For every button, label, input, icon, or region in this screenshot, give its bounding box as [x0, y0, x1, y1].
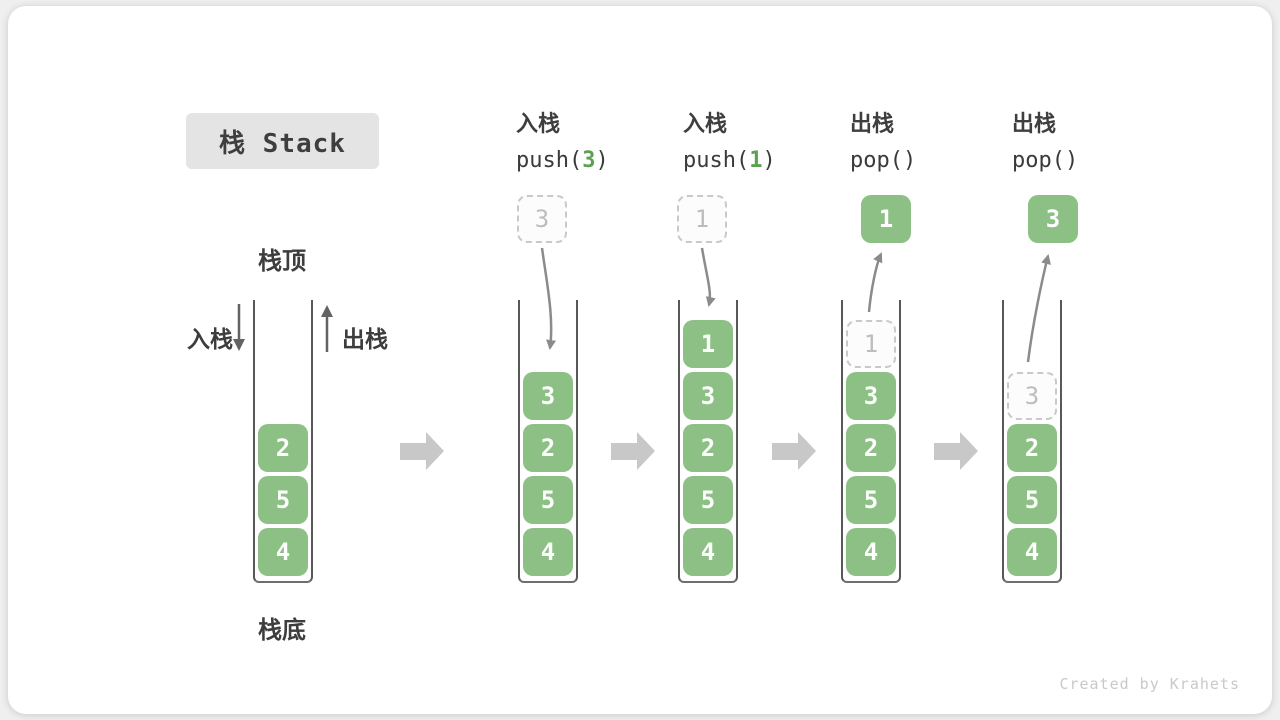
code-post: )	[595, 148, 609, 173]
title-box: 栈 Stack	[186, 113, 379, 169]
op-name: 出栈	[1012, 112, 1057, 137]
code-pre: push(	[516, 148, 583, 173]
op-name: 出栈	[850, 112, 895, 137]
stack-block: 5	[1007, 476, 1057, 524]
popped-value-box: 3	[1028, 195, 1078, 243]
stack-block: 4	[1007, 528, 1057, 576]
label-stack-top: 栈顶	[258, 247, 306, 275]
ghost-block: 1	[846, 320, 896, 368]
stack-block: 2	[523, 424, 573, 472]
op-code: pop()	[1012, 148, 1078, 173]
op-header-pop-2: 出栈 pop()	[1012, 106, 1078, 173]
ghost-block: 3	[1007, 372, 1057, 420]
stack-initial: 2 5 4	[253, 300, 313, 583]
op-name: 入栈	[683, 112, 728, 137]
watermark: Created by Krahets	[1059, 675, 1240, 693]
stack-block: 1	[683, 320, 733, 368]
stack-block: 3	[683, 372, 733, 420]
stack-after-push-3: 3 2 5 4	[518, 300, 578, 583]
op-code: push(3)	[516, 148, 609, 173]
code-post: )	[762, 148, 776, 173]
stack-block: 2	[846, 424, 896, 472]
title-text: 栈 Stack	[219, 128, 346, 159]
op-name: 入栈	[516, 112, 561, 137]
stack-block: 4	[258, 528, 308, 576]
code-arg: 1	[749, 148, 763, 173]
popped-value-box: 1	[861, 195, 911, 243]
stack-after-push-1: 1 3 2 5 4	[678, 300, 738, 583]
op-header-push-1: 入栈 push(1)	[683, 106, 776, 173]
code-pre: pop()	[1012, 148, 1079, 173]
incoming-value-box: 3	[517, 195, 567, 243]
stack-block: 2	[1007, 424, 1057, 472]
label-push-in: 入栈	[187, 327, 233, 353]
stack-block: 5	[523, 476, 573, 524]
op-code: pop()	[850, 148, 916, 173]
stack-after-pop-2: 3 2 5 4	[1002, 300, 1062, 583]
stack-block: 3	[846, 372, 896, 420]
stack-block: 2	[258, 424, 308, 472]
code-pre: push(	[683, 148, 750, 173]
code-pre: pop()	[850, 148, 917, 173]
stack-block: 5	[683, 476, 733, 524]
label-stack-bottom: 栈底	[258, 616, 306, 644]
op-header-pop-1: 出栈 pop()	[850, 106, 916, 173]
stack-after-pop-1: 1 3 2 5 4	[841, 300, 901, 583]
stack-block: 4	[846, 528, 896, 576]
op-header-push-3: 入栈 push(3)	[516, 106, 609, 173]
incoming-value-box: 1	[677, 195, 727, 243]
stack-block: 2	[683, 424, 733, 472]
op-code: push(1)	[683, 148, 776, 173]
label-pop-out: 出栈	[342, 327, 388, 353]
stack-block: 4	[523, 528, 573, 576]
stack-block: 4	[683, 528, 733, 576]
stack-block: 5	[258, 476, 308, 524]
code-arg: 3	[582, 148, 596, 173]
stack-block: 5	[846, 476, 896, 524]
stack-block: 3	[523, 372, 573, 420]
